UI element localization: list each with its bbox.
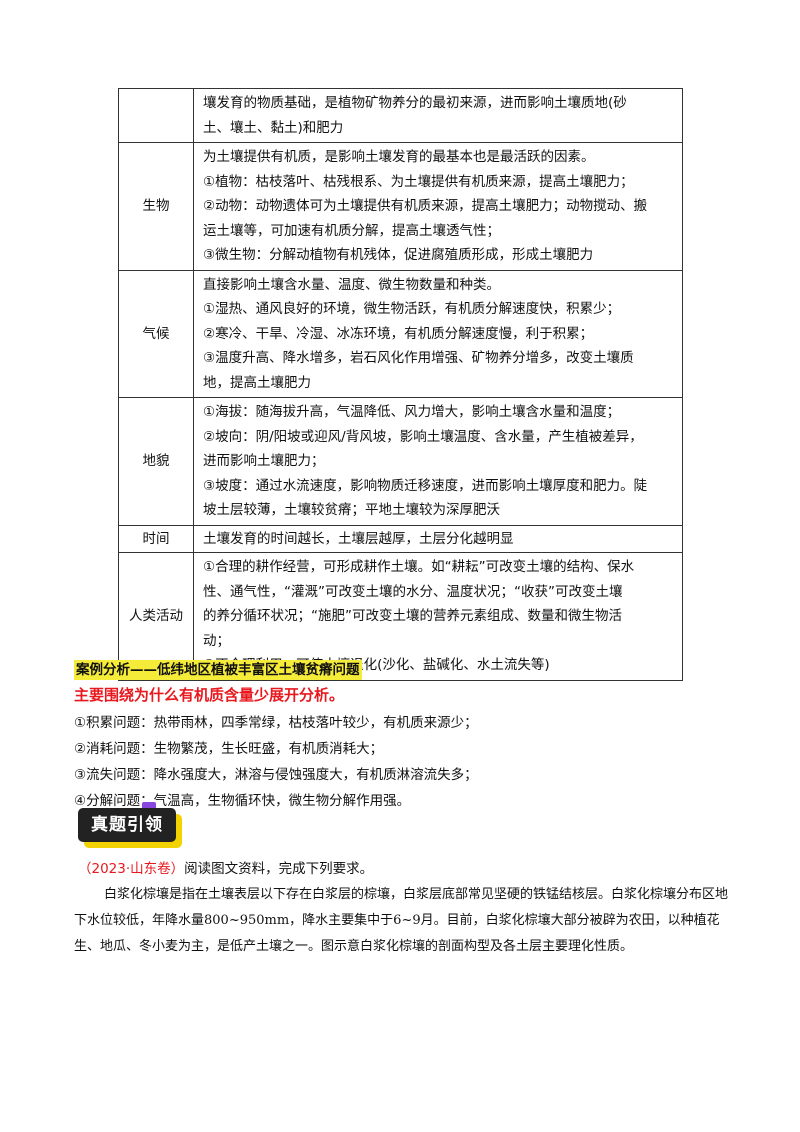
content-line: ②动物：动物遗体可为土壤提供有机质来源，提高土壤肥力；动物搅动、搬 bbox=[203, 198, 648, 214]
list-item: ③流失问题：降水强度大，淋溶与侵蚀强度大，有机质淋溶流失多； bbox=[74, 767, 478, 783]
row-content: ①海拔：随海拔升高，气温降低、风力增大，影响土壤含水量和温度； ②坡向：阴/阳坡… bbox=[193, 397, 683, 526]
content-line: 直接影响土壤含水量、温度、微生物数量和种类。 bbox=[203, 276, 500, 293]
list-item: ④分解问题：气温高，生物循环快，微生物分解作用强。 bbox=[74, 793, 411, 809]
question-heading: （2023·山东卷）阅读图文资料，完成下列要求。 bbox=[78, 859, 373, 879]
content-line: 性、通气性，“灌溉”可改变土壤的水分、温度状况；“收获”可改变土壤 bbox=[203, 583, 623, 600]
row-label: 时间 bbox=[118, 524, 194, 553]
row-label: 人类活动 bbox=[118, 552, 194, 681]
row-label bbox=[118, 88, 194, 143]
content-line: ②坡向：阴/阳坡或迎风/背风坡，影响土壤温度、含水量，产生植被差异， bbox=[203, 428, 643, 445]
content-line: 运土壤等，可加速有机质分解，提高土壤透气性； bbox=[203, 222, 500, 239]
row-label: 地貌 bbox=[118, 397, 194, 526]
row-content: 直接影响土壤含水量、温度、微生物数量和种类。 ①湿热、通风良好的环境，微生物活跃… bbox=[193, 269, 683, 398]
content-line: 为土壤提供有机质，是影响土壤发育的最基本也是最活跃的因素。 bbox=[203, 149, 595, 165]
content-line: 壤发育的物质基础，是植物矿物养分的最初来源，进而影响土壤质地(砂 bbox=[203, 95, 627, 111]
table-row-parent-material: 壤发育的物质基础，是植物矿物养分的最初来源，进而影响土壤质地(砂 土、壤土、黏土… bbox=[118, 88, 683, 143]
badge-tag-icon bbox=[142, 802, 156, 808]
case-analysis-title: 案例分析——低纬地区植被丰富区土壤贫瘠问题 bbox=[74, 660, 362, 680]
content-line: ①湿热、通风良好的环境，微生物活跃，有机质分解速度快，积累少； bbox=[203, 301, 621, 317]
badge-label: 真题引领 bbox=[78, 808, 176, 842]
row-content: 壤发育的物质基础，是植物矿物养分的最初来源，进而影响土壤质地(砂 土、壤土、黏土… bbox=[193, 88, 683, 143]
row-label: 气候 bbox=[118, 269, 194, 398]
table-row-terrain: 地貌 ①海拔：随海拔升高，气温降低、风力增大，影响土壤含水量和温度； ②坡向：阴… bbox=[118, 397, 683, 526]
content-line: ①植物：枯枝落叶、枯残根系、为土壤提供有机质来源，提高土壤肥力； bbox=[203, 173, 634, 190]
case-main-point: 主要围绕为什么有机质含量少展开分析。 bbox=[74, 686, 345, 704]
content-line: 地，提高土壤肥力 bbox=[203, 374, 311, 391]
content-line: ②寒冷、干旱、冷湿、冰冻环境，有机质分解速度慢，利于积累； bbox=[203, 325, 594, 342]
list-item: ②消耗问题：生物繁茂，生长旺盛，有机质消耗大； bbox=[74, 741, 384, 757]
row-content: 土壤发育的时间越长，土壤层越厚，土层分化越明显 bbox=[193, 524, 683, 553]
question-source: （2023·山东卷） bbox=[78, 861, 185, 877]
content-line: ①海拔：随海拔升高，气温降低、风力增大，影响土壤含水量和温度； bbox=[203, 404, 621, 420]
table-row-biology: 生物 为土壤提供有机质，是影响土壤发育的最基本也是最活跃的因素。 ①植物：枯枝落… bbox=[118, 142, 683, 271]
list-item: ①积累问题：热带雨林，四季常绿，枯枝落叶较少，有机质来源少； bbox=[74, 715, 478, 731]
row-content: 为土壤提供有机质，是影响土壤发育的最基本也是最活跃的因素。 ①植物：枯枝落叶、枯… bbox=[193, 142, 683, 271]
content-line: 坡土层较薄，土壤较贫瘠；平地土壤较为深厚肥沃 bbox=[203, 502, 500, 518]
content-line: 的养分循环状况；“施肥”可改变土壤的营养元素组成、数量和微生物活 bbox=[203, 608, 622, 624]
row-label: 生物 bbox=[118, 142, 194, 271]
question-prompt: 阅读图文资料，完成下列要求。 bbox=[184, 861, 374, 877]
section-badge: 真题引领 bbox=[78, 802, 188, 852]
content-line: 土、壤土、黏土)和肥力 bbox=[203, 119, 344, 136]
table-row-time: 时间 土壤发育的时间越长，土壤层越厚，土层分化越明显 bbox=[118, 524, 683, 553]
content-line: 动； bbox=[203, 632, 230, 649]
content-line: ③温度升高、降水增多，岩石风化作用增强、矿物养分增多，改变土壤质 bbox=[203, 350, 634, 366]
content-line: 土壤发育的时间越长，土壤层越厚，土层分化越明显 bbox=[203, 530, 514, 547]
soil-factors-table: 壤发育的物质基础，是植物矿物养分的最初来源，进而影响土壤质地(砂 土、壤土、黏土… bbox=[118, 88, 683, 681]
table-row-climate: 气候 直接影响土壤含水量、温度、微生物数量和种类。 ①湿热、通风良好的环境，微生… bbox=[118, 269, 683, 398]
content-line: ③微生物：分解动植物有机残体，促进腐殖质形成，形成土壤肥力 bbox=[203, 247, 594, 263]
content-line: 进而影响土壤肥力； bbox=[203, 453, 325, 469]
material-passage: 白浆化棕壤是指在土壤表层以下存在白浆层的棕壤，白浆层底部常见坚硬的铁锰结核层。白… bbox=[74, 887, 729, 954]
content-line: ③坡度：通过水流速度，影响物质迁移速度，进而影响土壤厚度和肥力。陡 bbox=[203, 477, 648, 494]
case-analysis-list: ①积累问题：热带雨林，四季常绿，枯枝落叶较少，有机质来源少； ②消耗问题：生物繁… bbox=[74, 710, 478, 814]
content-line: ①合理的耕作经营，可形成耕作土壤。如“耕耘”可改变土壤的结构、保水 bbox=[203, 559, 635, 575]
